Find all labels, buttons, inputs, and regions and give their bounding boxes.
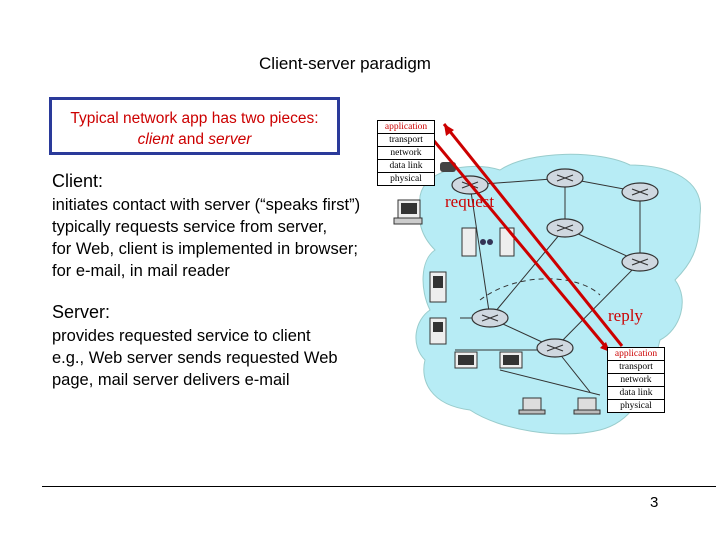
client-protocol-stack: application transport network data link …: [377, 120, 435, 186]
wireless-link: [479, 278, 601, 301]
stack-layer-network: network: [378, 146, 434, 159]
stack-layer-data-link: data link: [378, 159, 434, 172]
server-protocol-stack: application transport network data link …: [607, 347, 665, 413]
intro-line-2: client and server: [52, 129, 337, 150]
stack-layer-application: application: [384, 122, 428, 132]
stack-layer-network: network: [608, 373, 664, 386]
server-icon: [461, 227, 515, 257]
and-word: and: [173, 131, 209, 148]
server-heading: Server:: [52, 302, 111, 322]
client-text: initiates contact with server (“speaks f…: [52, 196, 361, 280]
laptop-icon: [518, 397, 546, 415]
server-word: server: [208, 131, 252, 148]
reply-label: reply: [608, 306, 643, 325]
computer-icon: [429, 317, 447, 345]
client-word: client: [137, 131, 174, 148]
slide-title: Client-server paradigm: [259, 54, 431, 73]
client-heading: Client:: [52, 171, 104, 191]
request-label: request: [445, 192, 495, 211]
server-text: provides requested service to client e.g…: [52, 327, 338, 389]
computer-icon: [429, 271, 447, 303]
stack-layer-transport: transport: [378, 133, 434, 146]
stack-layer-application: application: [614, 349, 658, 359]
computer-icon: [393, 199, 423, 225]
stack-layer-physical: physical: [378, 172, 434, 185]
stack-layer-data-link: data link: [608, 386, 664, 399]
laptop-icon: [573, 397, 601, 415]
intro-box: Typical network app has two pieces: clie…: [49, 97, 340, 155]
intro-line-1: Typical network app has two pieces:: [70, 110, 319, 127]
stack-layer-physical: physical: [608, 399, 664, 412]
stack-layer-transport: transport: [608, 360, 664, 373]
computers: [393, 162, 631, 415]
reply-arrow: [442, 123, 624, 347]
request-arrow: [418, 123, 612, 353]
computer-icon: [454, 351, 478, 369]
page-number: 3: [650, 494, 659, 511]
footer-divider: [42, 486, 716, 487]
computer-icon: [499, 351, 523, 369]
